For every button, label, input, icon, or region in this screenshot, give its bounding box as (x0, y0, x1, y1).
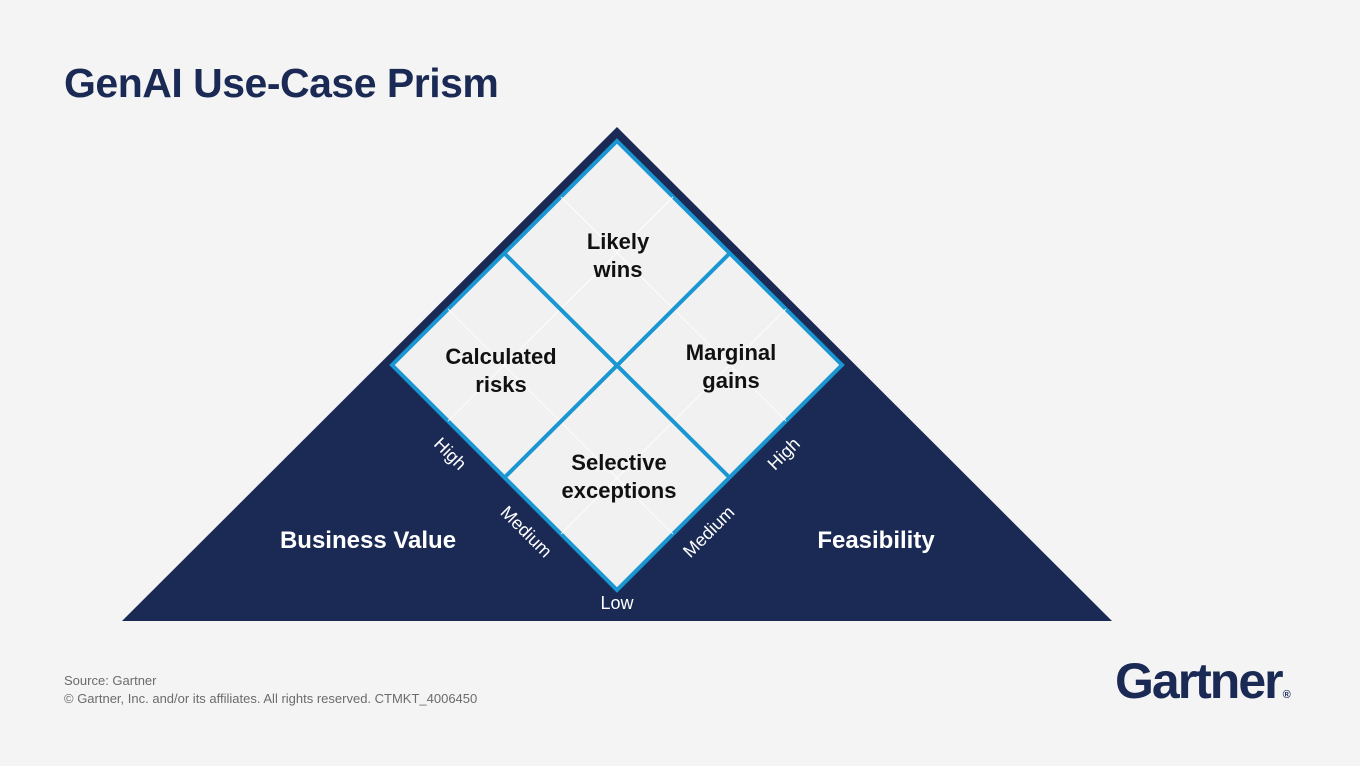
footer: Source: Gartner © Gartner, Inc. and/or i… (64, 672, 477, 708)
axis-title-business-value: Business Value (280, 527, 456, 554)
quadrant-left-line2: risks (475, 372, 526, 397)
level-low: Low (600, 593, 634, 613)
gartner-logo: Gartner® (1115, 652, 1291, 710)
quadrant-top-line2: wins (593, 257, 643, 282)
quadrant-bottom-line1: Selective (571, 450, 666, 475)
quadrant-right-line2: gains (702, 368, 759, 393)
registered-mark: ® (1282, 689, 1291, 701)
quadrant-bottom-line2: exceptions (562, 478, 677, 503)
quadrant-right-line1: Marginal (686, 340, 776, 365)
quadrant-left-line1: Calculated (445, 344, 556, 369)
quadrant-dividers (502, 251, 732, 480)
logo-text: Gartner (1115, 653, 1284, 709)
page-title: GenAI Use-Case Prism (64, 60, 499, 106)
axis-title-feasibility: Feasibility (817, 527, 935, 554)
copyright-note: © Gartner, Inc. and/or its affiliates. A… (64, 691, 478, 706)
quadrant-top-line1: Likely (587, 229, 650, 254)
source-note: Source: Gartner (64, 673, 157, 688)
